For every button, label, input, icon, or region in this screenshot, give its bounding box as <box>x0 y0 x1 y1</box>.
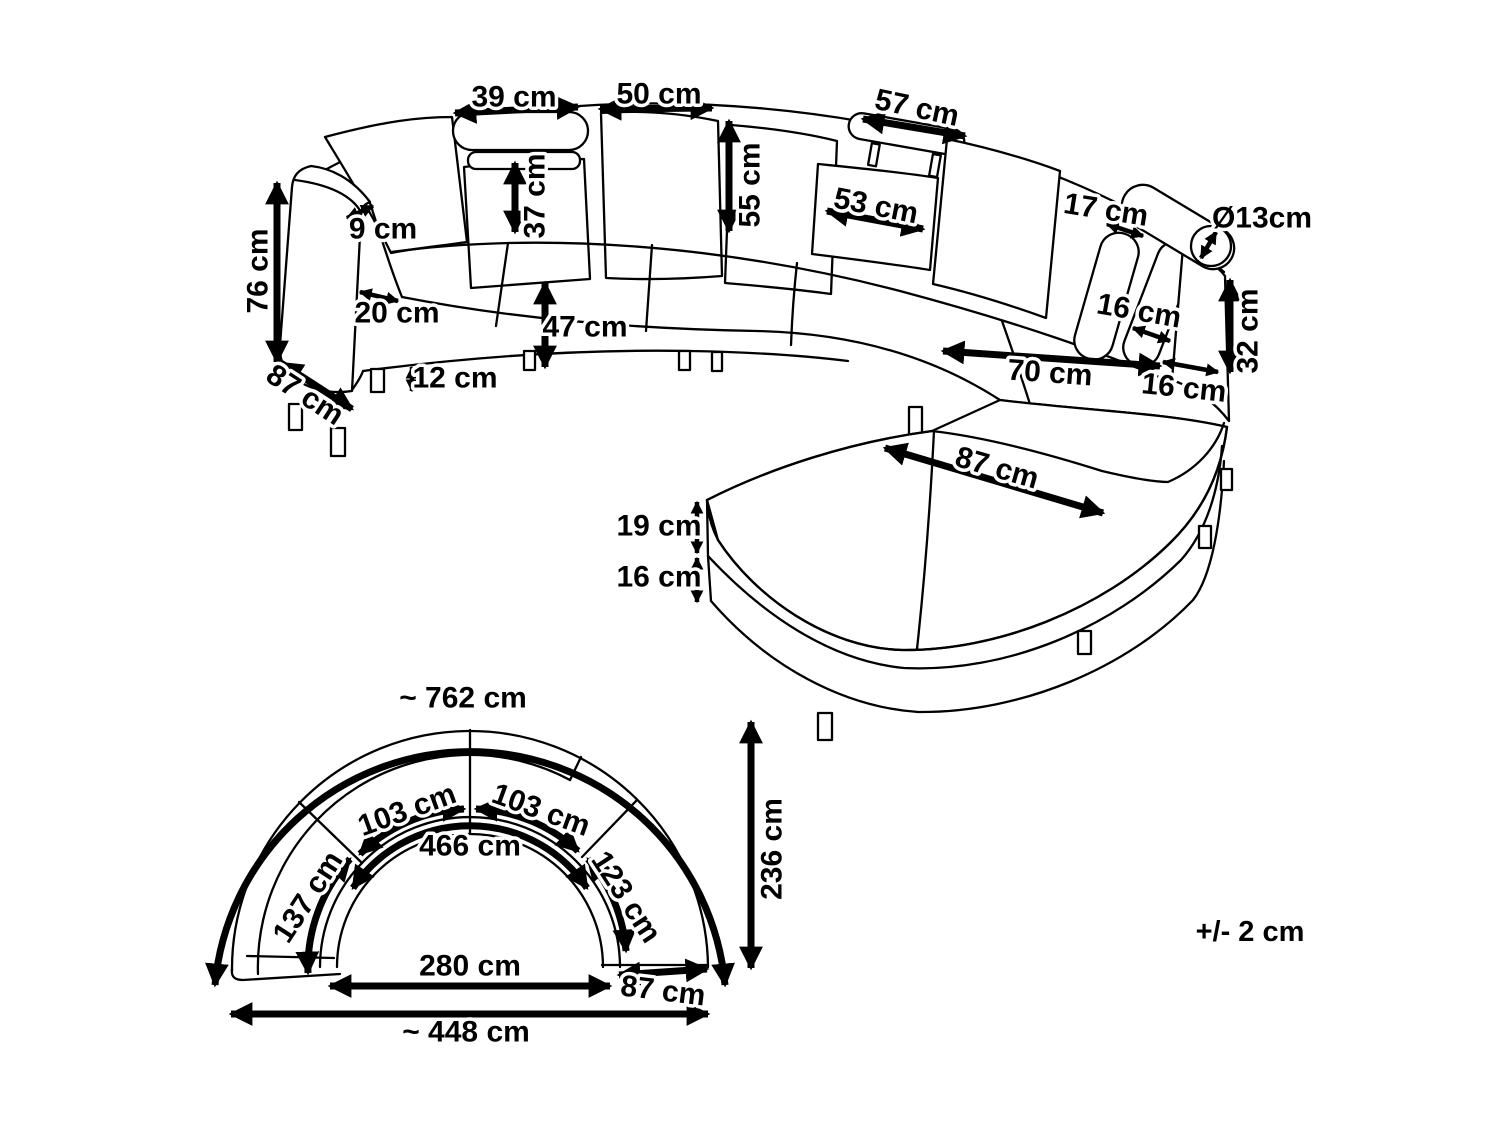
dim-arrow-87-end <box>616 958 710 986</box>
plan-backrest-inner-arc <box>256 753 572 976</box>
dim-label-12: 12 cm <box>412 362 497 395</box>
dim-arrow-16a <box>1131 325 1172 344</box>
dim-label-76: 76 cm <box>242 228 275 313</box>
dim-label-9: 9 cm <box>349 213 417 246</box>
plan-left-end-cap <box>230 967 342 982</box>
seat-legs <box>369 349 924 437</box>
dim-arrow-53 <box>824 203 926 237</box>
headrest-post-right <box>927 152 942 179</box>
dim-arrow-87-side <box>279 360 354 412</box>
dim-arrow-17 <box>1105 221 1145 239</box>
dim-label-16c: 16 cm <box>616 561 701 594</box>
dim-arc-103-left <box>357 798 467 857</box>
seat-seam-3 <box>789 261 799 347</box>
sofa-leg <box>816 711 834 742</box>
ottoman-cushion-seam <box>706 444 1224 670</box>
dim-label-55: 55 cm <box>734 142 767 227</box>
sofa-leg <box>329 426 347 458</box>
dim-label-47: 47 cm <box>542 311 627 344</box>
dim-label-762: ~ 762 cm <box>399 682 527 715</box>
sofa-leg <box>522 349 537 372</box>
ottoman-dip-seam <box>930 421 1226 484</box>
ottoman-legs <box>816 467 1234 742</box>
left-armrest <box>278 164 372 394</box>
sofa-leg <box>1219 467 1234 492</box>
headrest-bar-39 <box>451 110 590 152</box>
ottoman-back-edge <box>705 429 934 502</box>
seat-seam-1 <box>494 241 510 328</box>
dim-arrow-13 <box>1199 230 1218 260</box>
backrest-cushion-4 <box>723 123 839 296</box>
dim-label-50: 50 cm <box>616 78 701 111</box>
dim-label-280: 280 cm <box>419 950 521 983</box>
dim-arrow-9 <box>345 203 375 221</box>
dim-label-13: Ø13cm <box>1212 202 1312 235</box>
dim-arrow-87-ottoman <box>882 442 1106 519</box>
plan-view-dimensions <box>205 719 763 1026</box>
sofa-leg <box>1076 629 1093 656</box>
ottoman-base-edge <box>709 459 1226 714</box>
sofa-leg <box>677 349 692 372</box>
dim-arc-103-right <box>473 797 581 854</box>
dim-arc-123 <box>585 856 637 954</box>
dim-label-39: 39 cm <box>471 81 556 114</box>
dim-label-37: 37 cm <box>519 153 552 238</box>
dim-arrow-57 <box>860 110 968 145</box>
dim-label-20: 20 cm <box>354 297 439 330</box>
sofa-leg <box>710 350 724 373</box>
dim-arrow-20 <box>358 288 400 305</box>
side-view <box>278 102 1236 742</box>
backrest-cushion-5 <box>931 137 1062 320</box>
dim-label-87-end: 87 cm <box>619 969 707 1012</box>
tolerance-note: +/- 2 cm <box>1196 916 1305 948</box>
dim-arc-466 <box>350 822 590 890</box>
seat-seam-2 <box>644 243 654 333</box>
dim-arc-137 <box>295 856 353 976</box>
sofa-leg <box>369 367 386 394</box>
dim-label-448: ~ 448 cm <box>402 1016 530 1049</box>
headrest-post-left <box>866 142 881 168</box>
dim-label-466: 466 cm <box>419 830 521 863</box>
dim-arrow-39 <box>452 96 581 124</box>
side-view-dimensions <box>265 96 1242 604</box>
dim-arrow-50 <box>597 96 715 121</box>
sofa-leg <box>907 405 924 437</box>
sofa-leg <box>1197 524 1213 550</box>
ottoman-body <box>705 398 1229 652</box>
dim-arrow-70 <box>940 340 1163 377</box>
seat-band-bottom-edge <box>361 349 850 373</box>
ottoman-front-edge <box>705 425 1229 652</box>
dim-arrow-16b <box>1161 357 1220 377</box>
dim-label-32: 32 cm <box>1232 288 1265 373</box>
dim-arc-762 <box>205 748 735 988</box>
dim-label-70: 70 cm <box>1006 354 1093 393</box>
dim-label-19: 19 cm <box>616 510 701 543</box>
dim-label-236: 236 cm <box>756 798 789 900</box>
